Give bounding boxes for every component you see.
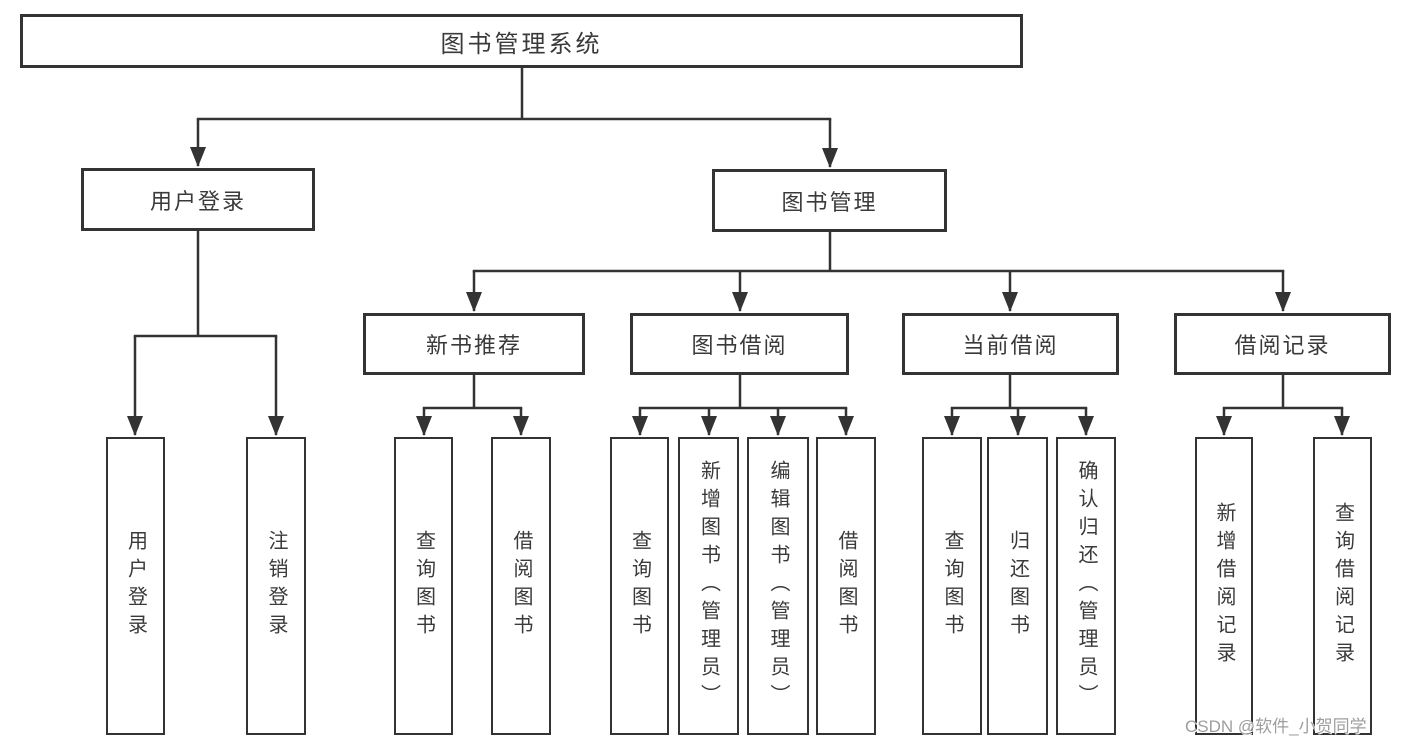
leaf-current-return-books: 归还图书 — [987, 437, 1048, 735]
leaf-borrowing-edit-books-admin: 编辑图书（管理员） — [747, 437, 809, 735]
connector-trunks — [133, 66, 1344, 410]
node-book-management: 图书管理 — [712, 169, 947, 232]
leaf-borrowing-query-books: 查询图书 — [610, 437, 669, 735]
node-library-system: 图书管理系统 — [20, 14, 1023, 68]
leaf-borrowing-borrow-books: 借阅图书 — [816, 437, 876, 735]
node-new-book-recommend: 新书推荐 — [363, 313, 585, 375]
watermark-text: CSDN @软件_小贺同学 — [1185, 717, 1367, 736]
leaf-recommend-borrow-books: 借阅图书 — [491, 437, 551, 735]
leaf-recommend-query-books: 查询图书 — [394, 437, 453, 735]
leaf-borrowing-add-books-admin: 新增图书（管理员） — [678, 437, 739, 735]
leaf-record-add-borrow-record: 新增借阅记录 — [1195, 437, 1253, 735]
node-user-login: 用户登录 — [81, 168, 315, 231]
leaf-user-login: 用户登录 — [106, 437, 165, 735]
node-book-borrowing: 图书借阅 — [630, 313, 849, 375]
leaf-record-query-borrow-record: 查询借阅记录 — [1313, 437, 1372, 735]
leaf-current-confirm-return-admin: 确认归还（管理员） — [1056, 437, 1116, 735]
leaf-logout: 注销登录 — [246, 437, 306, 735]
node-borrow-records: 借阅记录 — [1174, 313, 1391, 375]
node-current-borrowing: 当前借阅 — [902, 313, 1119, 375]
leaf-current-query-books: 查询图书 — [922, 437, 982, 735]
